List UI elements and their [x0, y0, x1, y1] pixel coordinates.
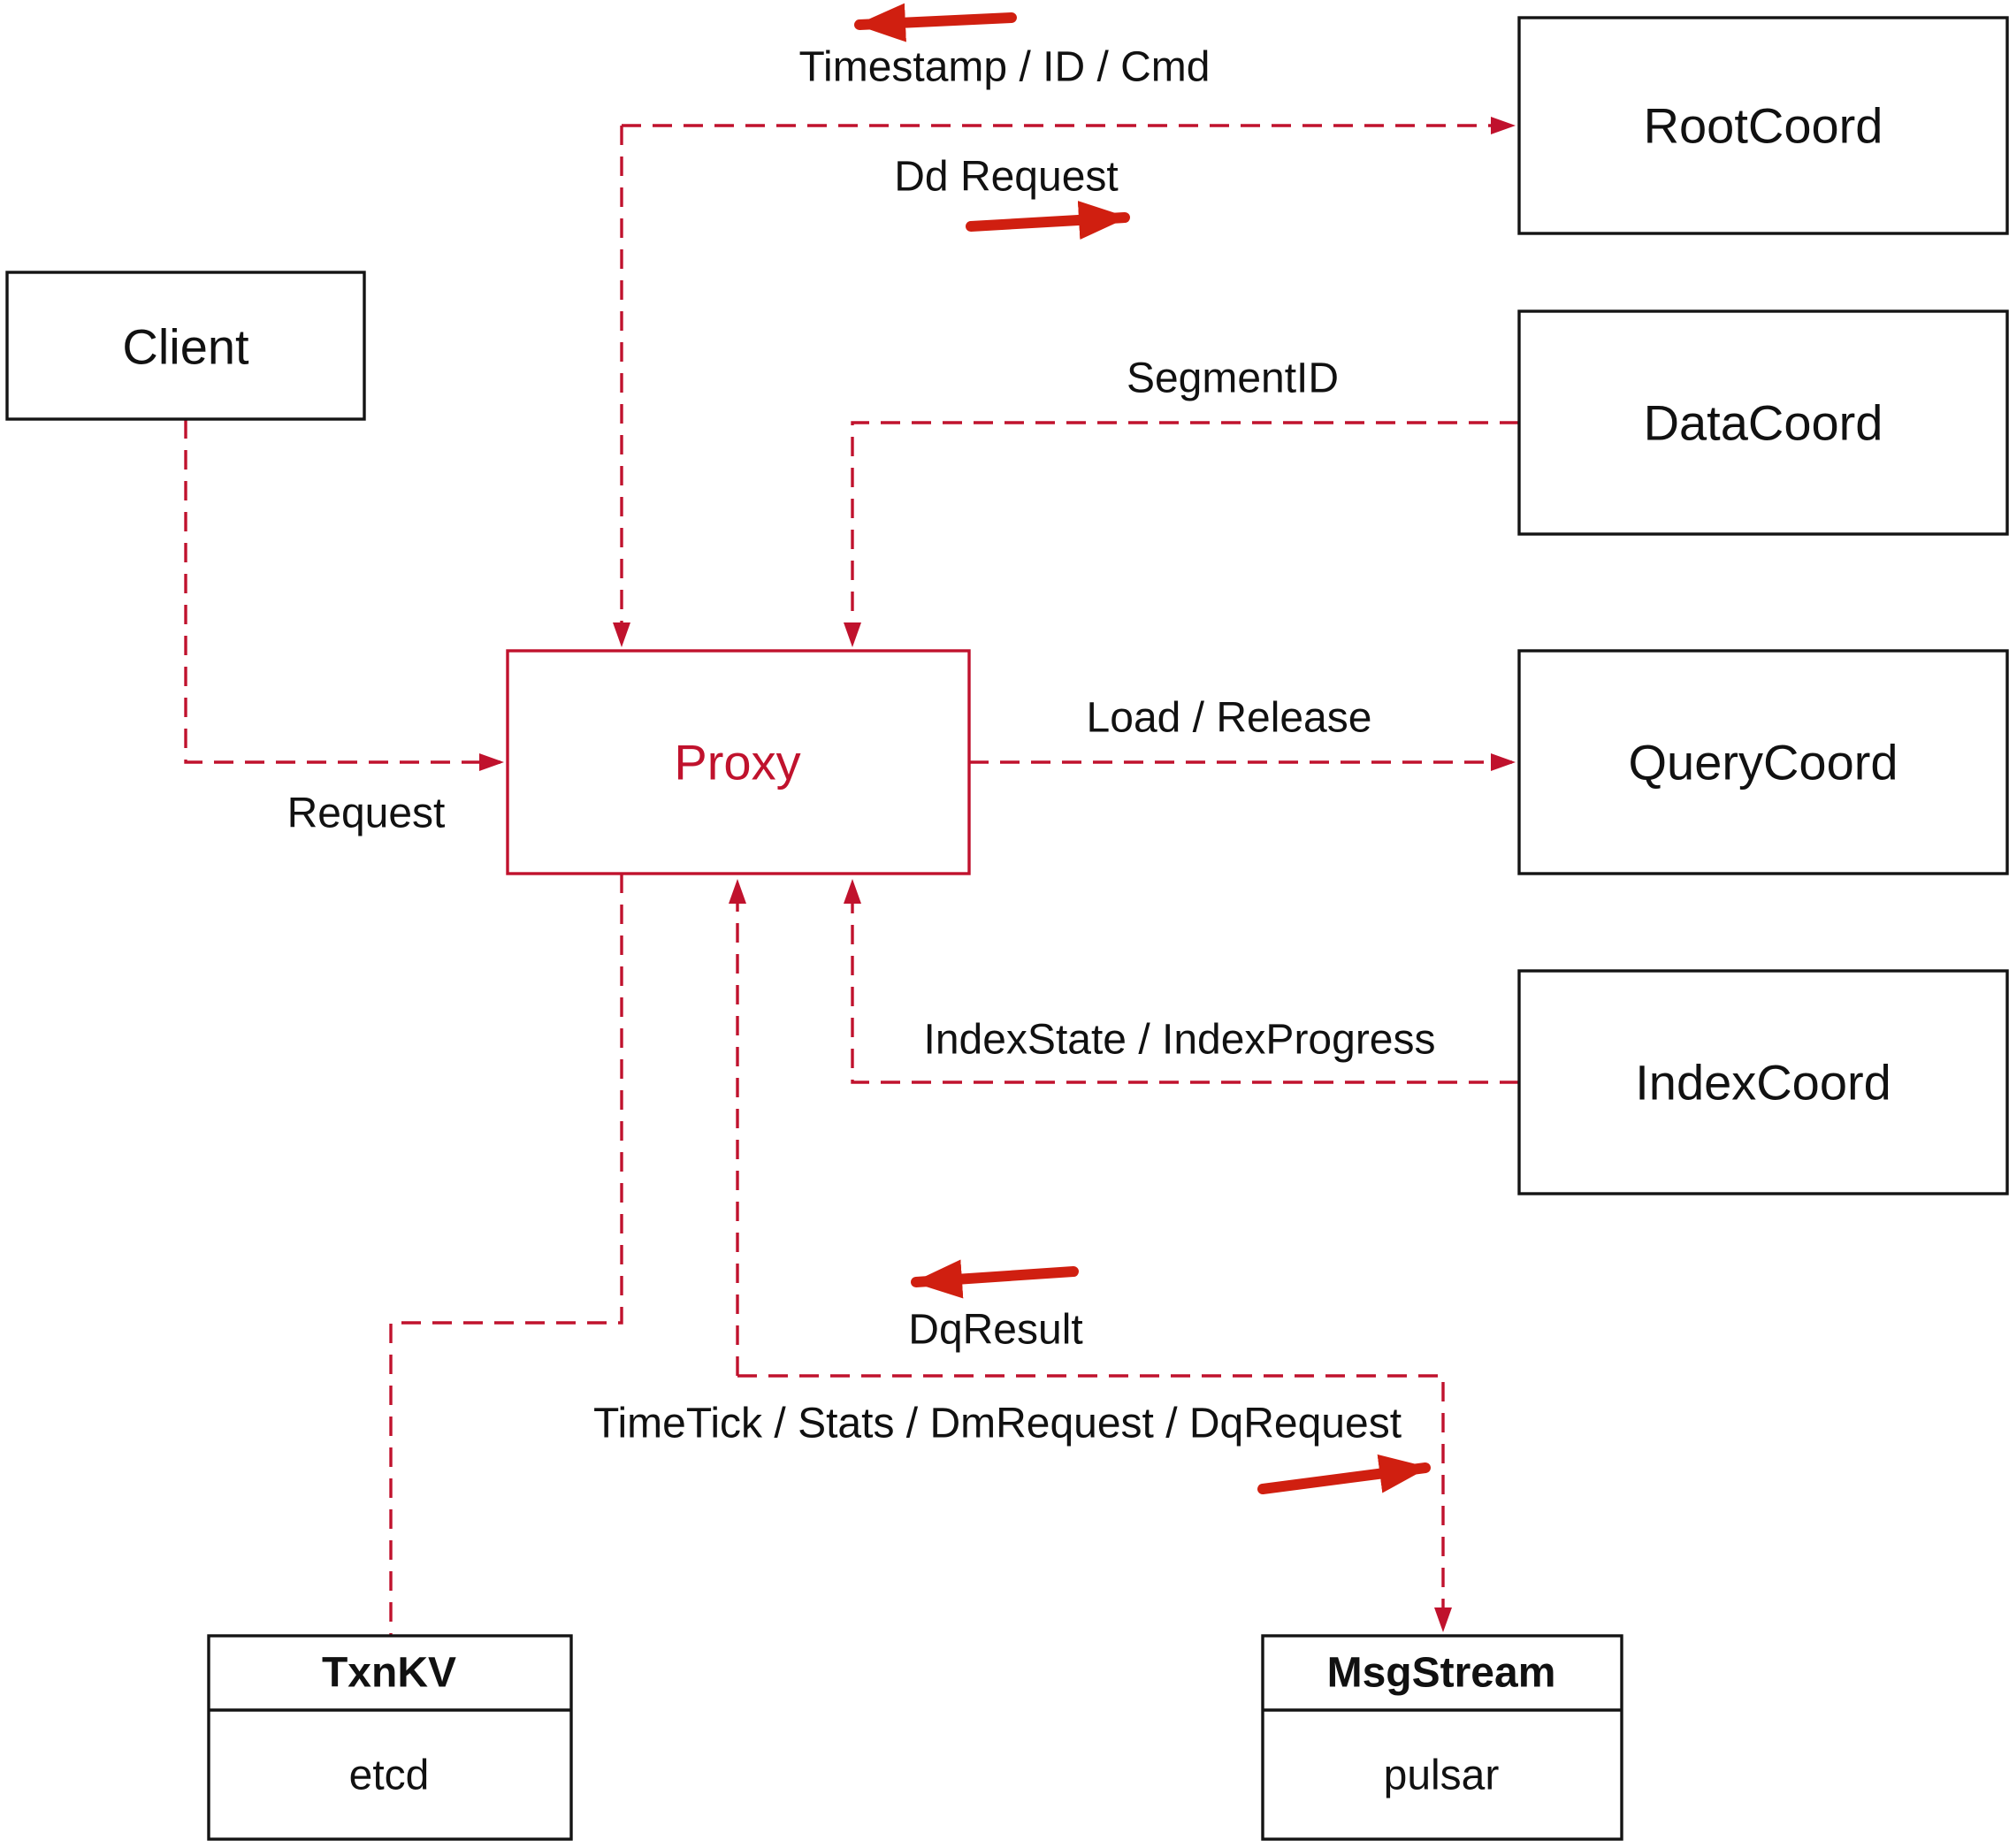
- client-box: [5, 271, 366, 421]
- edge-client-to-proxy: [184, 419, 504, 771]
- edge-label-segment-id: SegmentID: [1127, 355, 1339, 402]
- proxy-label: Proxy: [674, 735, 800, 790]
- node-proxy: Proxy: [506, 649, 971, 875]
- msgstream-box: [1261, 1634, 1623, 1841]
- arrow-right-timetick-icon: [1257, 1454, 1431, 1494]
- edge-label-dq-result: DqResult: [908, 1307, 1082, 1354]
- arrow-left-timestamp-icon: [854, 3, 1017, 42]
- querycoord-label: QueryCoord: [1628, 735, 1898, 790]
- edge-labels: Timestamp / ID / Cmd Dd Request SegmentI…: [287, 44, 1436, 1447]
- node-txnkv: TxnKV etcd: [207, 1634, 573, 1841]
- txnkv-sublabel: etcd: [349, 1753, 430, 1799]
- edge-label-index-state: IndexState / IndexProgress: [924, 1017, 1436, 1064]
- proxy-box: [506, 649, 971, 875]
- arrow-right-dd-request-icon: [966, 201, 1130, 240]
- rootcoord-box: [1517, 16, 2009, 235]
- edge-label-dd-request: Dd Request: [894, 154, 1118, 201]
- node-indexcoord: IndexCoord: [1517, 969, 2009, 1195]
- txnkv-box: [207, 1634, 573, 1841]
- client-label: Client: [122, 319, 249, 375]
- edge-label-load-release: Load / Release: [1087, 695, 1372, 742]
- edge-proxy-to-txnkv: [389, 874, 623, 1636]
- node-rootcoord: RootCoord: [1517, 16, 2009, 235]
- edge-indexcoord-to-proxy: [844, 879, 1519, 1084]
- datacoord-label: DataCoord: [1644, 395, 1883, 451]
- indexcoord-box: [1517, 969, 2009, 1195]
- edge-label-request: Request: [287, 790, 446, 837]
- edge-label-timestamp-id-cmd: Timestamp / ID / Cmd: [799, 44, 1211, 91]
- indexcoord-label: IndexCoord: [1635, 1055, 1891, 1111]
- edge-datacoord-to-proxy: [844, 421, 1519, 647]
- msgstream-label: MsgStream: [1327, 1650, 1556, 1697]
- nodes: Client RootCoord DataCoord QueryCoord In…: [5, 16, 2009, 1841]
- edges: [184, 117, 1519, 1636]
- txnkv-label: TxnKV: [322, 1650, 456, 1697]
- arrow-left-dqresult-icon: [911, 1259, 1079, 1299]
- node-querycoord: QueryCoord: [1517, 649, 2009, 875]
- msgstream-sublabel: pulsar: [1384, 1753, 1500, 1799]
- edge-label-time-tick: TimeTick / Stats / DmRequest / DqRequest: [593, 1401, 1402, 1447]
- rootcoord-label: RootCoord: [1644, 98, 1883, 154]
- node-client: Client: [5, 271, 366, 421]
- datacoord-box: [1517, 309, 2009, 536]
- edge-proxy-to-msgstream: [737, 1374, 1452, 1632]
- direction-arrows: [854, 3, 1431, 1494]
- node-datacoord: DataCoord: [1517, 309, 2009, 536]
- node-msgstream: MsgStream pulsar: [1261, 1634, 1623, 1841]
- querycoord-box: [1517, 649, 2009, 875]
